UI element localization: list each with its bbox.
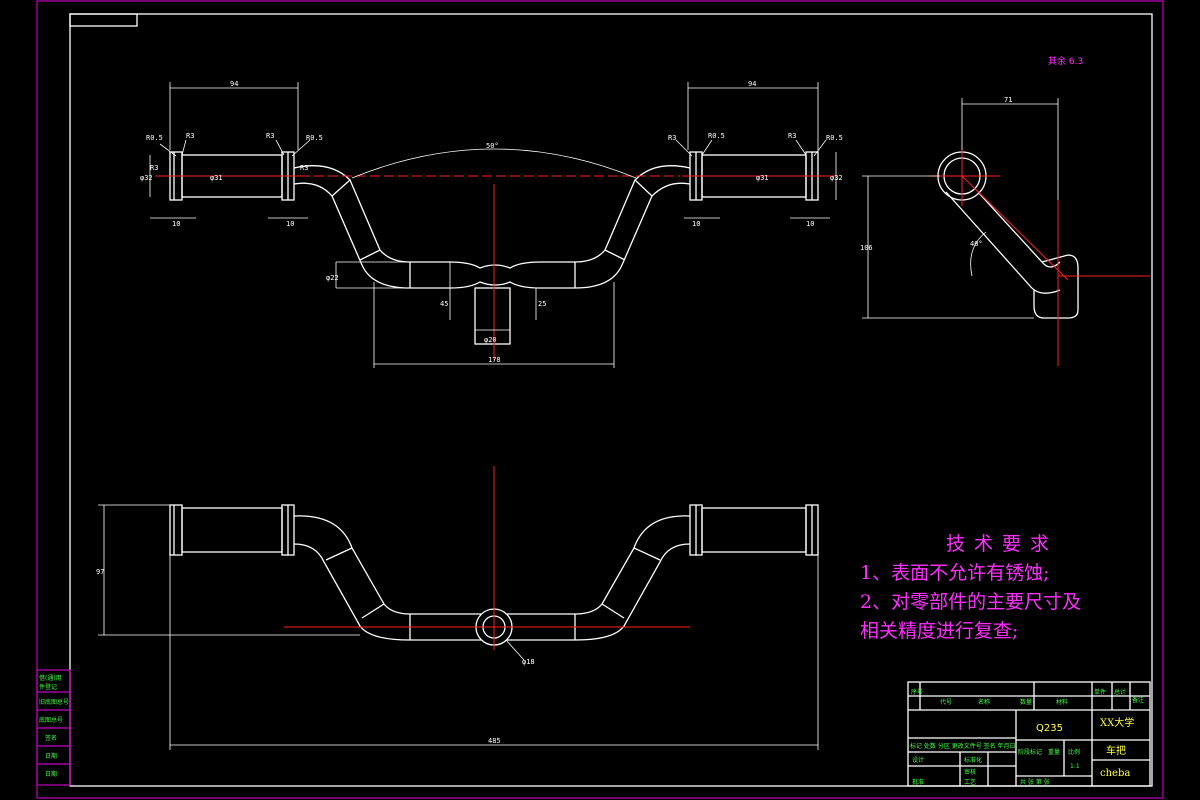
dim-r05-c: R0.5 xyxy=(708,132,725,140)
notes-title: 技术要求 xyxy=(946,533,1059,555)
dim-h22: φ22 xyxy=(326,274,339,282)
strip-label-3: 旧底图总号 xyxy=(39,698,69,706)
tb-h5: 材料 xyxy=(1056,698,1068,706)
dim-r05-a: R0.5 xyxy=(146,134,163,142)
dim-top-angle: 50° xyxy=(486,142,499,150)
dim-w178: 178 xyxy=(488,356,501,364)
tb-h8: 备注 xyxy=(1132,696,1144,704)
dim-r3-d: R3 xyxy=(300,164,308,172)
tb-mark-row: 标记 处数 分区 更改文件号 签名 年月日 xyxy=(910,742,1016,750)
dim-r3-e: R3 xyxy=(668,134,676,142)
strip-label-6: 日期 xyxy=(45,752,57,760)
technical-requirements: 技术要求 1、表面不允许有锈蚀; 2、对零部件的主要尺寸及 相关精度进行复查; xyxy=(860,530,1081,646)
strip-label-5: 签名 xyxy=(45,734,57,742)
strip-label-1: 借(通)用 xyxy=(39,674,62,682)
dim-top-right-length: 94 xyxy=(748,80,756,88)
inner-frame xyxy=(69,13,1153,787)
dim-w10-b: 10 xyxy=(286,220,294,228)
tb-h2: 代号 xyxy=(940,698,952,706)
tb-scale: 比例 xyxy=(1068,748,1080,756)
dim-front-total: 485 xyxy=(488,737,501,745)
dim-front-dia: φ18 xyxy=(522,658,535,666)
tb-h6: 单件 xyxy=(1094,688,1106,696)
dim-r3-a: R3 xyxy=(186,132,194,140)
tb-craft: 工艺 xyxy=(964,778,976,786)
tb-material: Q235 xyxy=(1036,723,1063,734)
dim-top-left-length: 94 xyxy=(230,80,238,88)
tb-scale-value: 1:1 xyxy=(1070,763,1080,770)
corner-box xyxy=(69,13,138,27)
dim-r05-b: R0.5 xyxy=(306,134,323,142)
strip-label-7: 日期 xyxy=(45,770,57,778)
roughness-symbol: 其余 6.3 xyxy=(1048,55,1083,67)
dim-dia-right-inner: φ31 xyxy=(756,174,769,182)
outer-frame xyxy=(36,0,1164,799)
dim-h45: 45 xyxy=(440,300,448,308)
side-view xyxy=(862,98,1150,366)
dim-dia-left: φ32 xyxy=(140,174,153,182)
dim-w10-a: 10 xyxy=(172,220,180,228)
tb-code: cheba xyxy=(1100,768,1130,779)
tb-part-name: 车把 xyxy=(1106,744,1126,757)
title-block: 序号 代号 名称 数量 材料 单件 总计 备注 Q235 XX大学 车把 che… xyxy=(907,681,1151,787)
top-view xyxy=(149,82,837,368)
top-view-dimensions: 94 94 50° R0.5 R3 R3 R0.5 R3 R3 R3 R0.5 … xyxy=(140,80,843,364)
dim-side-width: 71 xyxy=(1004,96,1012,104)
dim-side-angle: 40° xyxy=(970,240,983,248)
dim-side-height: 106 xyxy=(860,244,873,252)
tb-h7: 总计 xyxy=(1114,688,1126,696)
notes-line-1: 1、表面不允许有锈蚀; xyxy=(860,562,1050,584)
strip-label-4: 底图总号 xyxy=(39,716,63,724)
dim-w10-c: 10 xyxy=(692,220,700,228)
tb-review: 审核 xyxy=(964,768,976,776)
tb-school: XX大学 xyxy=(1100,716,1134,729)
dim-w10-d: 10 xyxy=(806,220,814,228)
strip-label-2: 件登记 xyxy=(39,683,57,691)
notes-line-3: 相关精度进行复查; xyxy=(860,620,1019,642)
dim-h25: 25 xyxy=(538,300,546,308)
dim-r05-d: R0.5 xyxy=(826,134,843,142)
dim-dia-left-inner: φ31 xyxy=(210,174,223,182)
tb-h1: 序号 xyxy=(911,688,923,696)
front-view xyxy=(98,466,819,750)
tb-approve: 批准 xyxy=(912,778,924,786)
side-strip: 借(通)用 件登记 旧底图总号 底图总号 签名 日期 日期 xyxy=(36,669,71,786)
dim-r3-f: R3 xyxy=(788,132,796,140)
tb-std: 标准化 xyxy=(964,756,982,764)
dim-r3-b: R3 xyxy=(266,132,274,140)
tb-stage: 阶段标记 xyxy=(1018,748,1042,756)
dim-dia-right: φ32 xyxy=(830,174,843,182)
tb-h3: 名称 xyxy=(978,698,990,706)
tb-design: 设计 xyxy=(912,756,924,764)
tb-sheets: 共 张 第 张 xyxy=(1020,778,1050,786)
dim-d20: φ20 xyxy=(484,336,497,344)
tb-weight: 重量 xyxy=(1048,748,1060,756)
dim-r3-c: R3 xyxy=(150,164,158,172)
tb-h4: 数量 xyxy=(1020,698,1032,706)
notes-line-2: 2、对零部件的主要尺寸及 xyxy=(860,591,1082,613)
dim-front-height: 97 xyxy=(96,568,104,576)
